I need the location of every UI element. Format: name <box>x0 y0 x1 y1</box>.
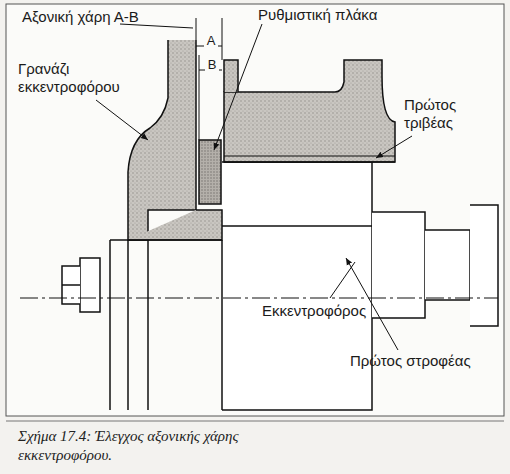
dimension-letter: B <box>205 58 219 72</box>
part-label: Πρώτος στροφέας <box>350 352 500 370</box>
dimension-letter: A <box>204 34 218 48</box>
part-label: Εκκεντροφόρος <box>262 302 392 320</box>
dimension-label: Αξονική χάρη Α-Β <box>22 8 172 26</box>
part-label: Ρυθμιστική πλάκα <box>258 6 408 24</box>
part-label: Γρανάζι εκκεντροφόρου <box>18 60 136 96</box>
figure-caption: Σχήμα 17.4: Έλεγχος αξονικής χάρης εκκεν… <box>18 427 318 465</box>
part-label: Πρώτος τριβέας <box>404 96 494 132</box>
